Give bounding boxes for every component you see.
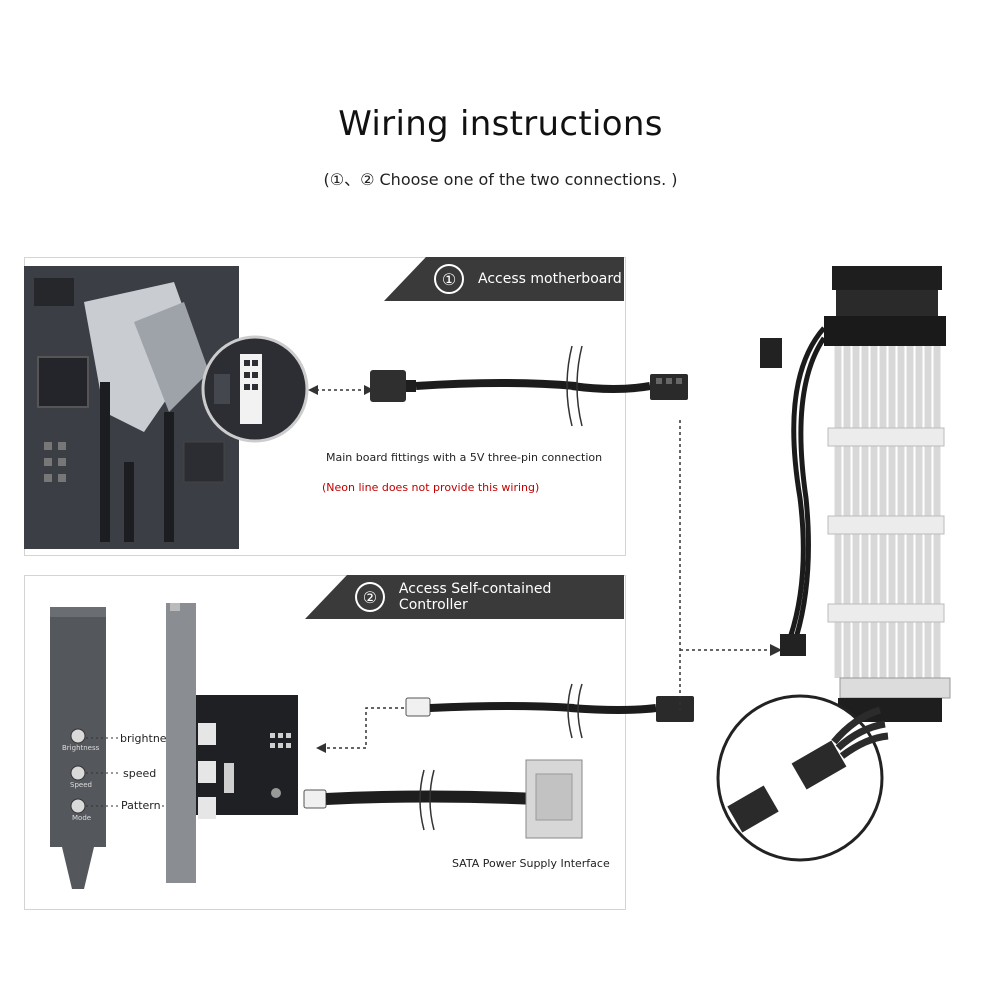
caption-3pin: Main board fittings with a 5V three-pin …: [326, 451, 603, 464]
cable-3pin-controller: [405, 683, 694, 739]
label-brightness: brightness: [120, 732, 179, 745]
connector-dotted-line: [679, 420, 782, 710]
bracket-text-brightness: Brightness: [62, 744, 100, 752]
motherboard-illustration: [24, 266, 239, 549]
label-pointer-lines: [86, 737, 118, 807]
connector-zoom-callout: [716, 694, 889, 862]
zoom-header-callout: [201, 335, 309, 443]
step-number-1: ①: [434, 264, 464, 294]
arrow-to-controller: [316, 707, 404, 753]
caption-sata: SATA Power Supply Interface: [452, 857, 610, 870]
atx-24pin-cable-product: [760, 266, 951, 722]
banner-title-2: Access Self-contained Controller: [398, 581, 552, 613]
page-subtitle: (①、② Choose one of the two connections. …: [323, 170, 678, 189]
bracket-text-mode: Mode: [72, 814, 92, 822]
banner-access-motherboard: ① Access motherboard: [384, 257, 624, 301]
step-number-2: ②: [355, 582, 385, 612]
arrow-to-motherboard: [308, 385, 374, 395]
cable-3pin-motherboard: [370, 345, 688, 427]
bracket-text-speed: Speed: [70, 781, 92, 789]
note-no-wiring: (Neon line does not provide this wiring): [322, 481, 540, 494]
label-speed: speed: [123, 767, 157, 780]
controller-bracket: [50, 607, 106, 889]
cable-sata: [303, 759, 583, 839]
panel-controller: [24, 575, 626, 910]
banner-access-controller: ② Access Self-contained Controller: [305, 575, 624, 619]
controller-board: [166, 603, 298, 883]
page-title: Wiring instructions: [338, 104, 663, 144]
label-pattern: Pattern: [121, 799, 161, 812]
banner-title-1: Access motherboard: [478, 271, 622, 287]
